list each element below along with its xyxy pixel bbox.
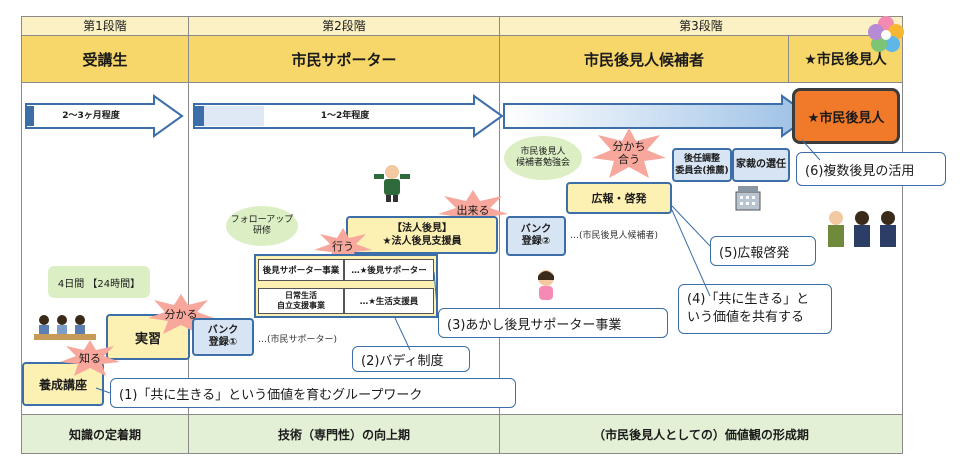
arrow-stage1 xyxy=(25,94,184,138)
callout-akashi: (3)あかし後見サポーター事業 xyxy=(438,308,668,338)
koken-supporter-jigyo: 後見サポーター事業 xyxy=(258,259,344,281)
koken-supporter: …★後見サポーター xyxy=(344,259,434,281)
seikatsu-shien: …★生活支援員 xyxy=(344,288,434,314)
star-okonau-label: 行う xyxy=(332,239,354,253)
follow-up-note: フォローアップ 研修 xyxy=(226,206,298,246)
star-okonau: 行う xyxy=(312,228,374,264)
bank1-box: バンク 登録① xyxy=(192,318,254,356)
houjin-box: 【法人後見】 ★法人後見支援員 xyxy=(346,216,498,254)
person-raise-icon xyxy=(372,162,412,202)
star-dekiru-label: 出来る xyxy=(456,203,490,217)
arrow-stage2-label: 1～2年程度 xyxy=(320,111,370,121)
footer-knowledge: 知識の定着期 xyxy=(21,414,189,454)
footer-skills: 技術（専門性）の向上期 xyxy=(188,414,500,454)
callout-group-work: (1)「共に生きる」という価値を育むグループワーク xyxy=(110,378,516,408)
star-wakachiau: 分かち 合う xyxy=(590,128,668,178)
yousei-box: 養成講座 xyxy=(22,362,104,406)
arrow-stage2 xyxy=(193,94,504,138)
shimin-kouken-note: …(市民後見人候補者) xyxy=(570,231,659,241)
header-citizen-supporter: 市民サポーター xyxy=(188,35,500,83)
callout-pr: (5)広報啓発 xyxy=(710,236,816,266)
chousei-box: 後任調整 委員会(推薦) xyxy=(672,148,732,182)
header-guardian-candidate: 市民後見人候補者 xyxy=(499,35,789,83)
star-wakachiau-label: 分かち 合う xyxy=(612,140,646,166)
kouhou-box: 広報・啓発 xyxy=(566,182,672,214)
girl-icon xyxy=(530,268,562,302)
star-wakaru-label: 分かる xyxy=(164,307,198,321)
study-group-note: 市民後見人 候補者勉強会 xyxy=(504,136,582,180)
study-people-icon xyxy=(34,312,96,344)
callout-share-value: (4)「共に生きる」と いう価値を共有する xyxy=(678,284,832,334)
footer-values: （市民後見人としての）価値観の形成期 xyxy=(499,414,903,454)
nichijo-jiritsu: 日常生活 自立支援事業 xyxy=(258,288,344,314)
header-student: 受講生 xyxy=(21,35,189,83)
citizen-guardian-box: ★市民後見人 xyxy=(792,88,900,144)
arrow-stage1-label: 2～3ヶ月程度 xyxy=(62,111,120,121)
bank2-box: バンク 登録② xyxy=(506,216,566,256)
building-icon xyxy=(734,186,762,212)
star-shiru: 知る xyxy=(58,340,122,376)
star-dekiru: 出来る xyxy=(436,190,510,230)
callout-multiple: (6)複数後見の活用 xyxy=(796,152,946,186)
team-people-icon xyxy=(822,206,904,250)
days-note: 4日間 【24時間】 xyxy=(48,266,150,298)
star-shiru-label: 知る xyxy=(79,351,101,365)
callout-buddy: (2)バディ制度 xyxy=(352,346,470,372)
shimin-supporter-note: …(市民サポーター) xyxy=(258,335,338,345)
star-wakaru: 分かる xyxy=(146,294,216,334)
kasai-box: 家裁の選任 xyxy=(732,148,790,182)
flower-logo-icon xyxy=(868,16,904,52)
